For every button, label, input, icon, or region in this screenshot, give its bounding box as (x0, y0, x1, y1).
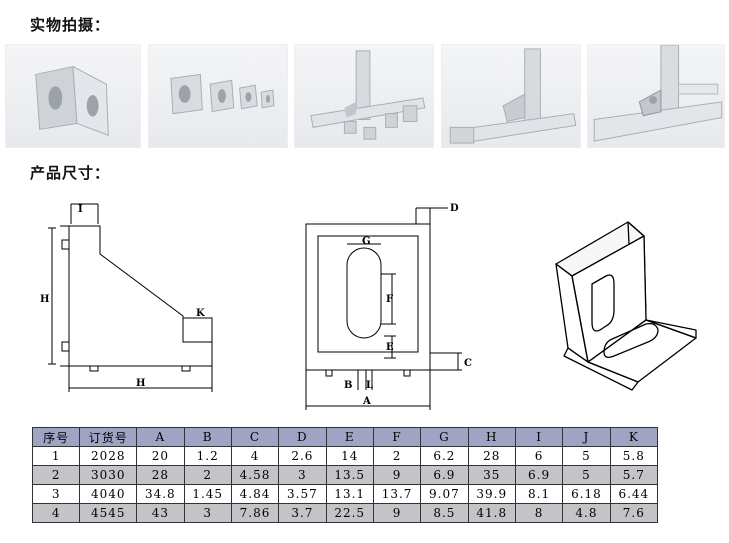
col-header-h: H (467, 427, 516, 447)
photo-single-bracket[interactable] (5, 44, 141, 148)
dim-label-i: I (78, 204, 83, 215)
dimensions-heading: 产品尺寸： (30, 164, 111, 182)
table-cell: 4 (31, 503, 81, 523)
table-cell: 3030 (79, 465, 138, 485)
dim-label-h-bottom: H (136, 378, 145, 389)
dim-label-k: K (196, 308, 205, 319)
side-view-drawing: I H K H (40, 196, 230, 396)
dim-label-l: L (366, 380, 373, 391)
col-header-j: J (562, 427, 611, 447)
table-cell: 3 (31, 484, 81, 504)
col-header-e: E (325, 427, 374, 447)
table-cell: 39.9 (467, 484, 516, 504)
table-row: 2 3030 28 2 4.58 3 13.5 9 6.9 35 6.9 5 5… (31, 465, 659, 485)
table-cell: 8.5 (420, 503, 469, 523)
table-cell: 22.5 (325, 503, 374, 523)
table-cell: 2 (372, 446, 422, 466)
table-cell: 5.8 (609, 446, 659, 466)
table-cell: 2 (31, 465, 81, 485)
table-cell: 5 (562, 446, 611, 466)
photo-bracket-sizes[interactable] (148, 44, 288, 148)
table-cell: 2028 (79, 446, 138, 466)
photo-installed-bracket[interactable] (587, 44, 725, 148)
dim-label-d: D (450, 203, 459, 214)
table-cell: 6 (514, 446, 564, 466)
col-header-index: 序号 (31, 427, 81, 447)
table-cell: 3 (183, 503, 232, 523)
spec-table: 序号 订货号 A B C D E F G H I J K 1 2028 20 1… (31, 427, 659, 523)
table-cell: 9.07 (420, 484, 469, 504)
table-cell: 8 (514, 503, 564, 523)
table-cell: 43 (136, 503, 185, 523)
col-header-g: G (420, 427, 469, 447)
table-cell: 5 (562, 465, 611, 485)
table-cell: 1.45 (183, 484, 232, 504)
table-cell: 28 (136, 465, 185, 485)
col-header-d: D (278, 427, 327, 447)
table-cell: 35 (467, 465, 516, 485)
table-cell: 6.18 (562, 484, 611, 504)
dim-label-b: B (344, 380, 352, 391)
table-header-row: 序号 订货号 A B C D E F G H I J K (31, 427, 659, 447)
col-header-f: F (372, 427, 422, 447)
table-cell: 13.5 (325, 465, 374, 485)
table-cell: 20 (136, 446, 185, 466)
photos-heading: 实物拍摄： (30, 16, 111, 34)
table-row: 3 4040 34.8 1.45 4.84 3.57 13.1 13.7 9.0… (31, 484, 659, 504)
table-cell: 13.7 (372, 484, 422, 504)
table-cell: 6.2 (420, 446, 469, 466)
front-view-drawing: D G F E C B L A (296, 198, 486, 412)
table-cell: 4040 (79, 484, 138, 504)
table-cell: 14 (325, 446, 374, 466)
dim-label-f: F (386, 294, 393, 305)
table-cell: 41.8 (467, 503, 516, 523)
col-header-k: K (609, 427, 659, 447)
table-cell: 5.7 (609, 465, 659, 485)
photo-corner-joint[interactable] (441, 44, 581, 148)
table-row: 4 4545 43 3 7.86 3.7 22.5 9 8.5 41.8 8 4… (31, 503, 659, 523)
table-cell: 7.6 (609, 503, 659, 523)
table-cell: 3.7 (278, 503, 327, 523)
table-cell: 6.9 (514, 465, 564, 485)
table-cell: 2.6 (278, 446, 327, 466)
table-cell: 4.58 (230, 465, 280, 485)
table-cell: 4.84 (230, 484, 280, 504)
dim-label-g: G (362, 236, 371, 247)
table-cell: 3.57 (278, 484, 327, 504)
isometric-drawing (548, 214, 718, 394)
col-header-b: B (183, 427, 232, 447)
table-cell: 2 (183, 465, 232, 485)
table-cell: 9 (372, 503, 422, 523)
table-cell: 1 (31, 446, 81, 466)
table-cell: 6.44 (609, 484, 659, 504)
table-cell: 4 (230, 446, 280, 466)
table-cell: 28 (467, 446, 516, 466)
table-cell: 9 (372, 465, 422, 485)
col-header-a: A (136, 427, 185, 447)
table-cell: 7.86 (230, 503, 280, 523)
table-cell: 4.8 (562, 503, 611, 523)
dim-label-e: E (386, 342, 394, 353)
dim-label-h-vertical: H (40, 294, 49, 305)
table-cell: 8.1 (514, 484, 564, 504)
table-cell: 13.1 (325, 484, 374, 504)
table-row: 1 2028 20 1.2 4 2.6 14 2 6.2 28 6 5 5.8 (31, 446, 659, 466)
dim-label-c: C (464, 358, 472, 369)
dim-label-a: A (362, 396, 371, 407)
table-cell: 4545 (79, 503, 138, 523)
col-header-i: I (514, 427, 564, 447)
col-header-c: C (230, 427, 280, 447)
table-cell: 1.2 (183, 446, 232, 466)
table-cell: 6.9 (420, 465, 469, 485)
table-cell: 34.8 (136, 484, 185, 504)
photo-profile-assembly[interactable] (294, 44, 434, 148)
product-photo-strip (5, 44, 725, 148)
col-header-order-no: 订货号 (79, 427, 138, 447)
table-cell: 3 (278, 465, 327, 485)
